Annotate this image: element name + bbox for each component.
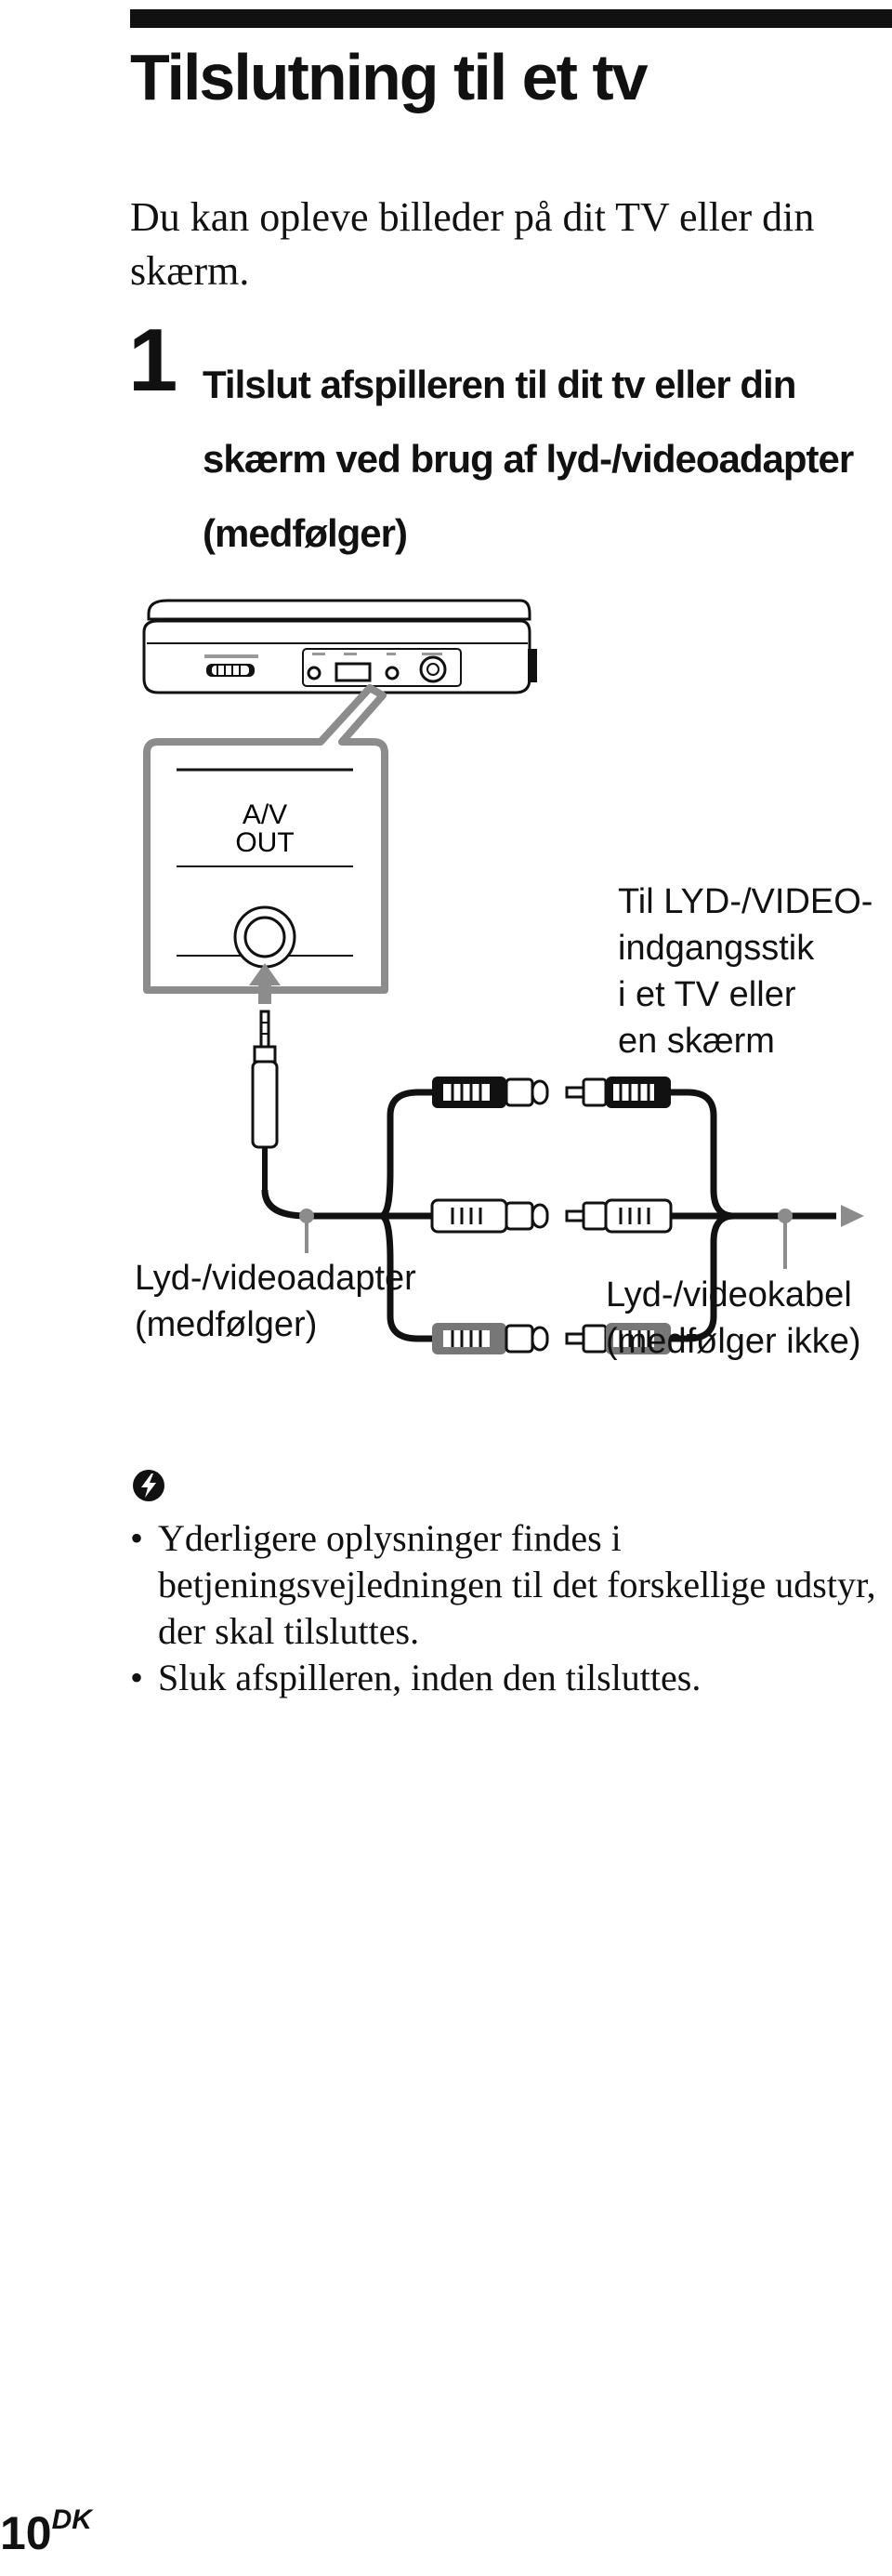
input-jack-label: Til LYD-/VIDEO- indgangsstik i et TV ell… [618, 878, 872, 1064]
cable-label-line: Lyd-/videokabel [606, 1275, 852, 1314]
av-port-label: A/V [243, 799, 287, 830]
note-icon [133, 1470, 164, 1501]
page-number-value: 10 [0, 2507, 52, 2559]
port-callout: A/V OUT [143, 684, 388, 1004]
adapter-rca-sockets [430, 1077, 549, 1354]
adapter-label-line: (medfølger) [135, 1305, 318, 1344]
intro-text: Du kan opleve billeder på dit TV eller d… [130, 194, 815, 294]
page-title: Tilslutning til et tv [130, 41, 649, 113]
header-rule [130, 9, 892, 28]
page-number-suffix: DK [51, 2504, 92, 2535]
player-illustration [142, 599, 537, 694]
step-number: 1 [128, 310, 177, 410]
adapter-label-line: Lyd-/videoadapter [135, 1259, 416, 1298]
label-leaders [299, 1209, 793, 1269]
note-item: Sluk afspilleren, inden den tilsluttes. [130, 1655, 883, 1701]
av-cable [669, 1089, 836, 1342]
note-item: Yderligere oplysninger findes i betjenin… [130, 1515, 883, 1655]
connection-diagram: A/V OUT [142, 599, 864, 1354]
input-label-line: indgangsstik [618, 929, 815, 968]
av-port-label-2: OUT [235, 827, 294, 858]
cable-label: Lyd-/videokabel (medfølger ikke) [606, 1272, 861, 1365]
page-number: 10DK [0, 2506, 92, 2559]
adapter-label: Lyd-/videoadapter (medfølger) [135, 1255, 416, 1348]
step-instruction: Tilslut afspilleren til dit tv eller din… [203, 363, 854, 555]
av-cable-rca-plugs [565, 1077, 673, 1354]
input-label-line: Til LYD-/VIDEO- [618, 882, 873, 921]
cable-label-line: (medfølger ikke) [606, 1322, 861, 1361]
input-label-line: en skærm [618, 1022, 775, 1061]
notes-list: Yderligere oplysninger findes i betjenin… [130, 1515, 883, 1701]
minijack-plug [251, 1010, 279, 1190]
input-label-line: i et TV eller [618, 975, 796, 1014]
